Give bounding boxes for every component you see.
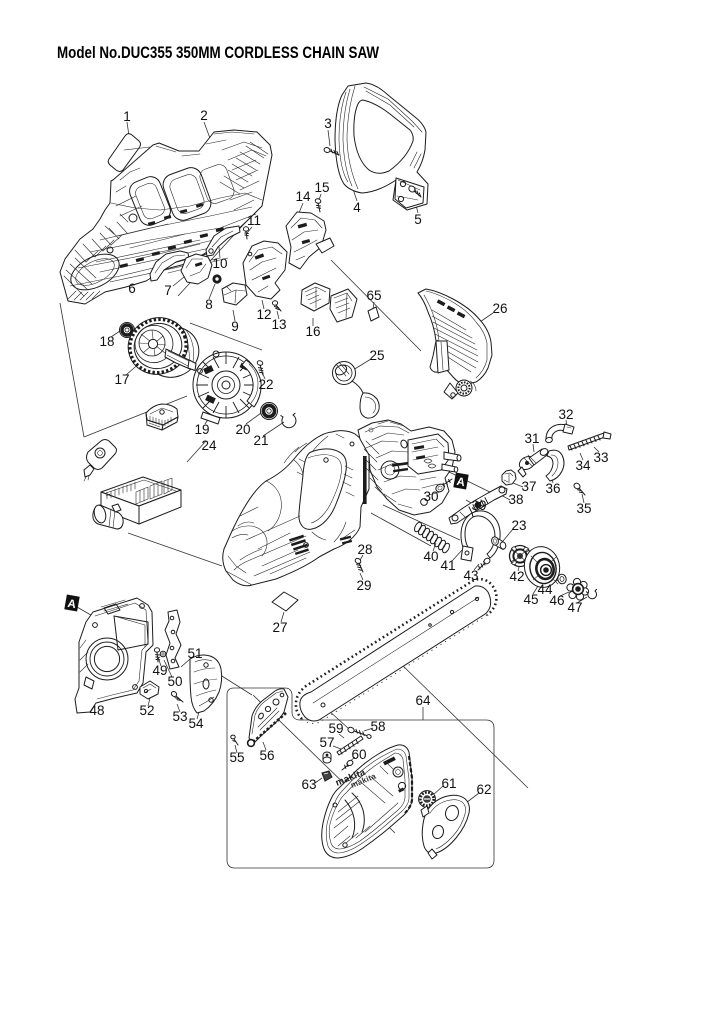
- svg-text:36: 36: [545, 481, 560, 496]
- svg-text:22: 22: [258, 377, 273, 392]
- svg-text:53: 53: [172, 709, 187, 724]
- svg-text:39: 39: [471, 498, 486, 513]
- svg-text:17: 17: [114, 372, 129, 387]
- svg-text:55: 55: [229, 750, 244, 765]
- svg-text:63: 63: [301, 777, 316, 792]
- svg-text:29: 29: [356, 578, 371, 593]
- svg-text:49: 49: [152, 663, 167, 678]
- svg-text:15: 15: [314, 180, 329, 195]
- svg-text:13: 13: [271, 317, 286, 332]
- svg-text:3: 3: [324, 116, 332, 131]
- svg-text:51: 51: [187, 646, 202, 661]
- svg-text:A: A: [456, 476, 466, 489]
- svg-text:60: 60: [351, 747, 366, 762]
- svg-text:44: 44: [537, 582, 553, 597]
- svg-text:9: 9: [231, 319, 239, 334]
- svg-text:47: 47: [567, 600, 582, 615]
- svg-text:46: 46: [549, 593, 564, 608]
- svg-text:35: 35: [576, 501, 591, 516]
- svg-text:25: 25: [369, 348, 384, 363]
- svg-text:Model No.DUC355 350MM CORDLESS: Model No.DUC355 350MM CORDLESS CHAIN SAW: [57, 44, 379, 62]
- svg-text:24: 24: [201, 438, 217, 453]
- svg-text:12: 12: [256, 307, 271, 322]
- svg-text:42: 42: [509, 569, 524, 584]
- svg-text:2: 2: [200, 108, 208, 123]
- svg-text:31: 31: [524, 431, 539, 446]
- svg-text:20: 20: [235, 422, 250, 437]
- svg-text:21: 21: [253, 433, 268, 448]
- svg-text:58: 58: [370, 719, 385, 734]
- svg-text:27: 27: [272, 620, 287, 635]
- svg-text:45: 45: [523, 592, 538, 607]
- svg-text:30: 30: [423, 489, 438, 504]
- svg-text:4: 4: [353, 200, 361, 215]
- svg-text:41: 41: [440, 558, 455, 573]
- svg-text:62: 62: [476, 782, 491, 797]
- svg-text:16: 16: [305, 324, 320, 339]
- svg-text:10: 10: [212, 256, 227, 271]
- svg-text:52: 52: [139, 703, 154, 718]
- svg-text:11: 11: [247, 213, 261, 228]
- svg-text:28: 28: [357, 542, 372, 557]
- svg-text:65: 65: [366, 288, 381, 303]
- svg-text:59: 59: [328, 721, 343, 736]
- svg-text:1: 1: [123, 109, 131, 124]
- svg-text:26: 26: [492, 301, 507, 316]
- svg-text:34: 34: [575, 458, 591, 473]
- svg-text:50: 50: [167, 674, 182, 689]
- svg-text:64: 64: [415, 693, 431, 708]
- svg-text:19: 19: [194, 422, 209, 437]
- svg-text:43: 43: [463, 568, 478, 583]
- svg-text:40: 40: [423, 549, 438, 564]
- svg-text:37: 37: [521, 479, 536, 494]
- svg-text:14: 14: [295, 189, 311, 204]
- svg-text:7: 7: [164, 283, 172, 298]
- svg-text:54: 54: [188, 716, 204, 731]
- svg-text:23: 23: [511, 518, 526, 533]
- svg-text:5: 5: [414, 212, 422, 227]
- svg-text:48: 48: [89, 703, 104, 718]
- svg-text:38: 38: [508, 492, 523, 507]
- svg-text:57: 57: [319, 735, 334, 750]
- svg-text:56: 56: [259, 748, 274, 763]
- svg-text:18: 18: [99, 334, 114, 349]
- svg-text:33: 33: [593, 450, 608, 465]
- svg-text:8: 8: [205, 297, 213, 312]
- svg-text:61: 61: [441, 776, 456, 791]
- svg-text:32: 32: [558, 407, 573, 422]
- svg-text:A: A: [67, 598, 77, 611]
- svg-text:6: 6: [128, 281, 136, 296]
